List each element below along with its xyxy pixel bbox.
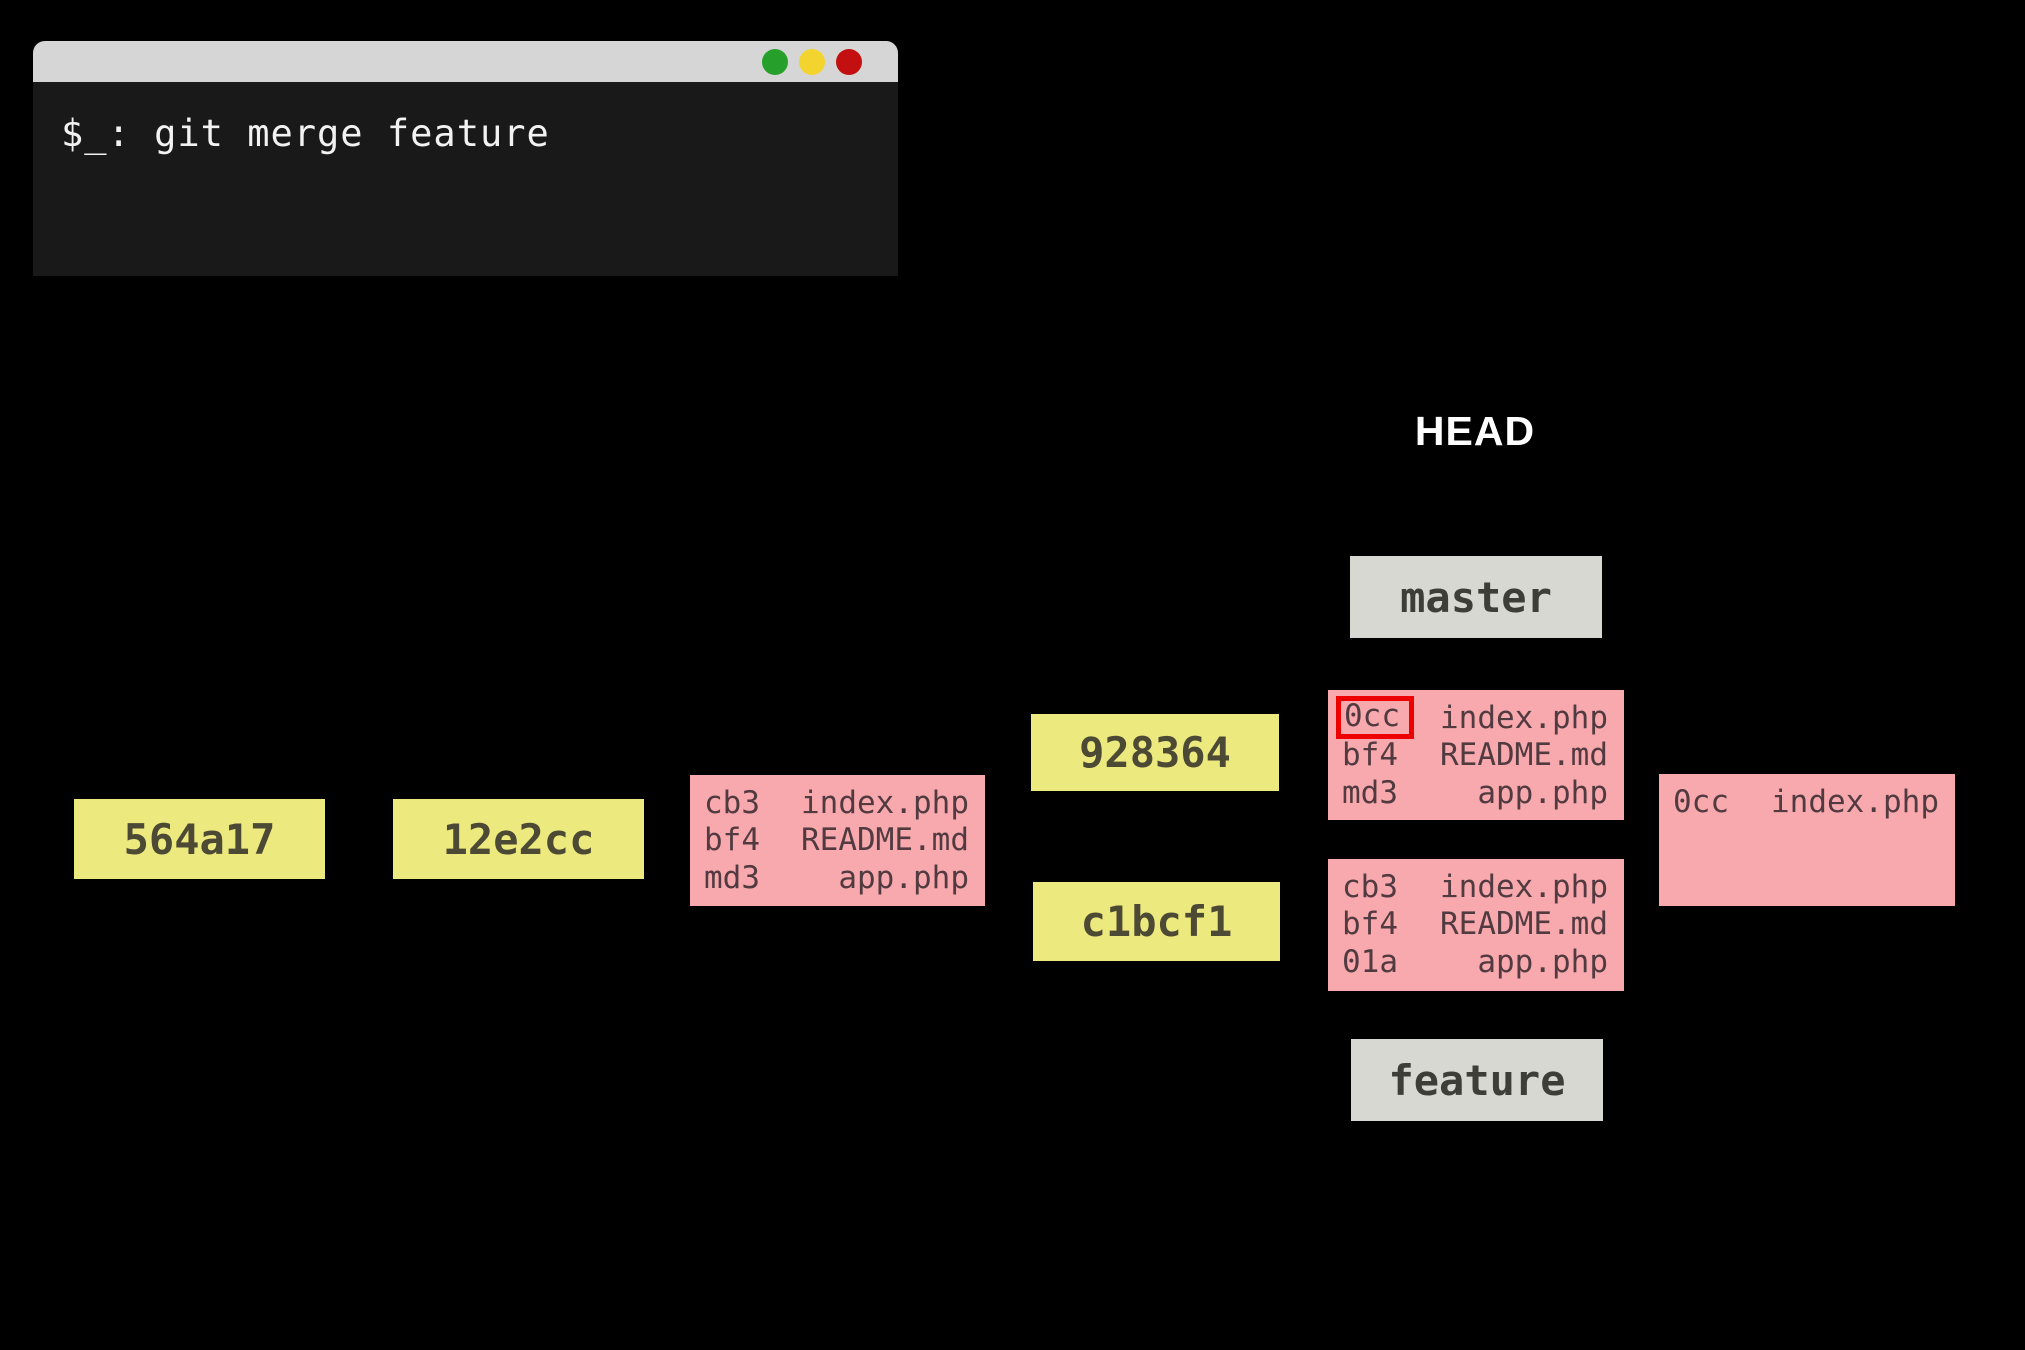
- tree-row: cb3 index.php: [1342, 868, 1608, 906]
- branch-feature: feature: [1351, 1039, 1603, 1121]
- terminal-window: $_: git merge feature: [33, 41, 898, 276]
- blob-hash: bf4: [704, 822, 760, 859]
- tree-merge-result: 0cc index.php: [1659, 774, 1955, 906]
- blob-file: index.php: [1440, 868, 1608, 905]
- highlighted-blob-hash: 0cc: [1336, 696, 1414, 740]
- blob-hash: bf4: [1342, 737, 1398, 774]
- blob-hash: 0cc: [1673, 783, 1729, 820]
- terminal-command[interactable]: $_: git merge feature: [61, 112, 550, 155]
- tree-feature: cb3 index.php bf4 README.md 01a app.php: [1328, 859, 1624, 991]
- tree-row: cb3 index.php: [704, 784, 969, 822]
- tree-row: md3 app.php: [1342, 774, 1608, 812]
- tree-row: 0cc index.php: [1336, 696, 1608, 740]
- blob-file: README.md: [801, 822, 969, 859]
- tree-12e2cc: cb3 index.php bf4 README.md md3 app.php: [690, 775, 985, 906]
- commit-928364: 928364: [1031, 714, 1279, 791]
- tree-row: md3 app.php: [704, 859, 969, 897]
- tree-master: 0cc index.php bf4 README.md md3 app.php: [1328, 690, 1624, 820]
- window-close-icon[interactable]: [836, 48, 862, 75]
- tree-row: 01a app.php: [1342, 943, 1608, 981]
- blob-hash: bf4: [1342, 906, 1398, 943]
- blob-hash: md3: [704, 859, 760, 896]
- blob-file: README.md: [1440, 737, 1608, 774]
- branch-master: master: [1350, 556, 1602, 638]
- head-label: HEAD: [1414, 408, 1536, 454]
- commit-c1bcf1: c1bcf1: [1033, 882, 1280, 961]
- blob-file: app.php: [838, 859, 969, 896]
- blob-file: app.php: [1477, 943, 1608, 980]
- tree-row: 0cc index.php: [1673, 783, 1939, 821]
- blob-hash: cb3: [1342, 868, 1398, 905]
- window-minimize-icon[interactable]: [762, 48, 788, 75]
- blob-file: index.php: [1440, 699, 1608, 736]
- commit-12e2cc: 12e2cc: [393, 799, 644, 879]
- blob-file: README.md: [1440, 906, 1608, 943]
- blob-hash: 01a: [1342, 943, 1398, 980]
- blob-file: app.php: [1477, 774, 1608, 811]
- window-restore-icon[interactable]: [799, 48, 825, 75]
- blob-hash: cb3: [704, 784, 760, 821]
- tree-row: bf4 README.md: [704, 822, 969, 860]
- blob-file: index.php: [1771, 783, 1939, 820]
- tree-row: bf4 README.md: [1342, 737, 1608, 775]
- commit-564a17: 564a17: [74, 799, 325, 879]
- tree-row: bf4 README.md: [1342, 906, 1608, 944]
- blob-hash: md3: [1342, 774, 1398, 811]
- terminal-titlebar[interactable]: [33, 41, 898, 82]
- blob-file: index.php: [801, 784, 969, 821]
